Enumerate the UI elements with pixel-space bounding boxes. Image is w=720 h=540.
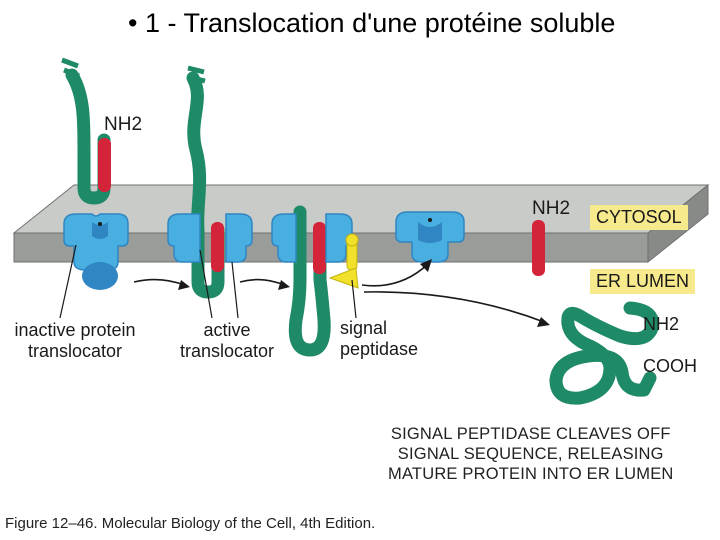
note-line-2: SIGNAL SEQUENCE, RELEASING	[397, 445, 664, 463]
signal-line-1: signal	[340, 318, 388, 338]
released-signal-sequence	[532, 220, 545, 276]
active-translocator	[167, 213, 253, 263]
signal-peptidase-label: signal peptidase	[340, 318, 450, 360]
mature-protein	[549, 301, 659, 405]
leader-lines	[59, 244, 357, 319]
note-line-3: MATURE PROTEIN INTO ER LUMEN	[388, 465, 674, 483]
nh2-label-1: NH2	[104, 114, 143, 135]
inactive-line-2: translocator	[27, 341, 123, 361]
cooh-label: COOH	[643, 356, 697, 376]
active-translocator-label: active translocator	[162, 320, 292, 362]
signal-peptidase-shape	[328, 233, 359, 289]
protein-chain-3	[288, 205, 331, 357]
chain-break-2	[187, 65, 206, 84]
signal-sequence-1	[98, 138, 111, 192]
er-lumen-label: ER LUMEN	[590, 269, 696, 294]
inactive-translocator	[63, 213, 129, 290]
cleavage-note: SIGNAL PEPTIDASE CLEAVES OFF SIGNAL SEQU…	[388, 424, 674, 484]
slide-title-text: 1 - Translocation d'une protéine soluble	[144, 8, 616, 38]
signal-sequence-2	[211, 222, 224, 272]
active-line-1: active	[203, 320, 251, 340]
active-line-2: translocator	[179, 341, 275, 361]
inactive-translocator-label: inactive protein translocator	[0, 320, 150, 362]
protein-chain-1	[65, 68, 111, 205]
arrow-heads	[178, 259, 550, 327]
note-line-1: SIGNAL PEPTIDASE CLEAVES OFF	[390, 425, 671, 443]
nh2-label-3: NH2	[643, 314, 680, 334]
signal-sequence-3	[313, 222, 326, 274]
inactive-line-1: inactive protein	[14, 320, 136, 340]
nh2-label-2: NH2	[532, 198, 571, 219]
signal-line-2: peptidase	[340, 339, 419, 359]
translocator-3	[271, 213, 353, 263]
cytosol-label: CYTOSOL	[590, 205, 688, 230]
chain-break-1	[61, 57, 80, 79]
closed-translocator	[395, 211, 465, 263]
figure-caption: Figure 12–46. Molecular Biology of the C…	[5, 515, 376, 532]
slide-title: • 1 - Translocation d'une protéine solub…	[128, 8, 616, 38]
